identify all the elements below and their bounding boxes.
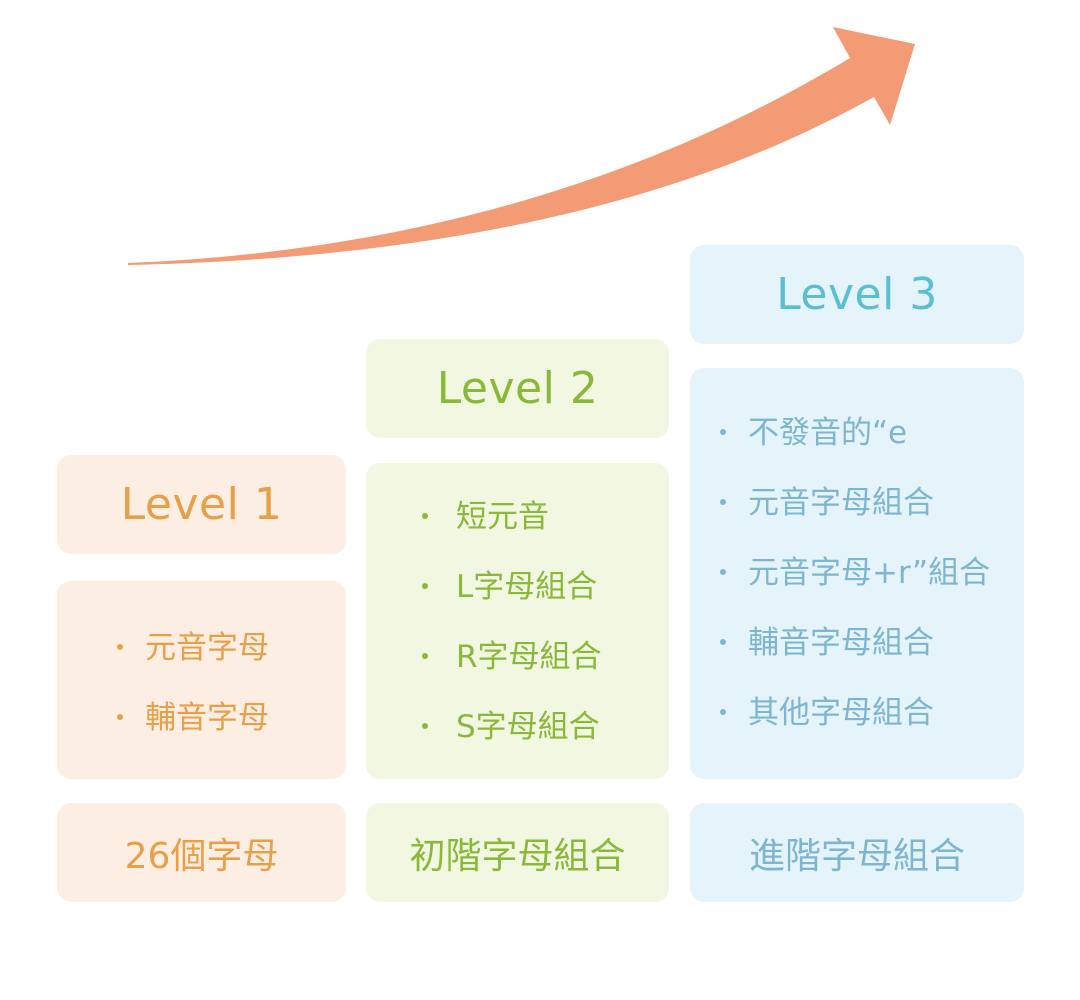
level-2-title: Level 2 [436,363,599,414]
list-item: S字母組合 [422,692,602,762]
bullet-icon [720,569,726,575]
level-2-footer-label: 初階字母組合 [409,835,626,877]
list-item: 元音字母 [117,613,269,683]
level-1-content [57,581,346,779]
level-1-item-list: 元音字母 輔音字母 [117,613,269,753]
list-item: 輔音字母 [117,683,269,753]
bullet-icon [117,714,123,720]
list-item: 輔音字母組合 [720,608,990,678]
bullet-icon [422,513,428,519]
level-1-header: Level 1 [57,455,346,554]
level-3-footer-label: 進階字母組合 [748,835,965,877]
bullet-icon [422,723,428,729]
list-item: L字母組合 [422,552,602,622]
level-3-footer: 進階字母組合 [690,803,1024,902]
level-3-item-list: 不發音的“e 元音字母組合 元音字母+r”組合 輔音字母組合 其他字母組合 [720,398,990,748]
growth-arrow-icon [128,27,915,265]
level-3-header: Level 3 [690,245,1024,344]
level-1-footer: 26個字母 [57,803,346,902]
level-3-content: 不發音的“e 元音字母組合 元音字母+r”組合 輔音字母組合 其他字母組合 [690,368,1024,779]
bullet-icon [117,644,123,650]
level-2-item-list: 短元音 L字母組合 R字母組合 S字母組合 [422,482,602,762]
level-1-title: Level 1 [120,479,283,530]
bullet-icon [720,639,726,645]
level-1-footer-label: 26個字母 [124,835,279,877]
bullet-icon [720,429,726,435]
list-item: 不發音的“e [720,398,990,468]
bullet-icon [422,653,428,659]
list-item: R字母組合 [422,622,602,692]
level-2-footer: 初階字母組合 [366,803,669,902]
bullet-icon [422,583,428,589]
level-3-title: Level 3 [776,269,938,320]
list-item: 元音字母組合 [720,468,990,538]
list-item: 其他字母組合 [720,678,990,748]
level-2-header: Level 2 [366,339,669,438]
list-item: 短元音 [422,482,602,552]
bullet-icon [720,499,726,505]
bullet-icon [720,709,726,715]
level-2-content: 短元音 L字母組合 R字母組合 S字母組合 [366,463,669,779]
list-item: 元音字母+r”組合 [720,538,990,608]
